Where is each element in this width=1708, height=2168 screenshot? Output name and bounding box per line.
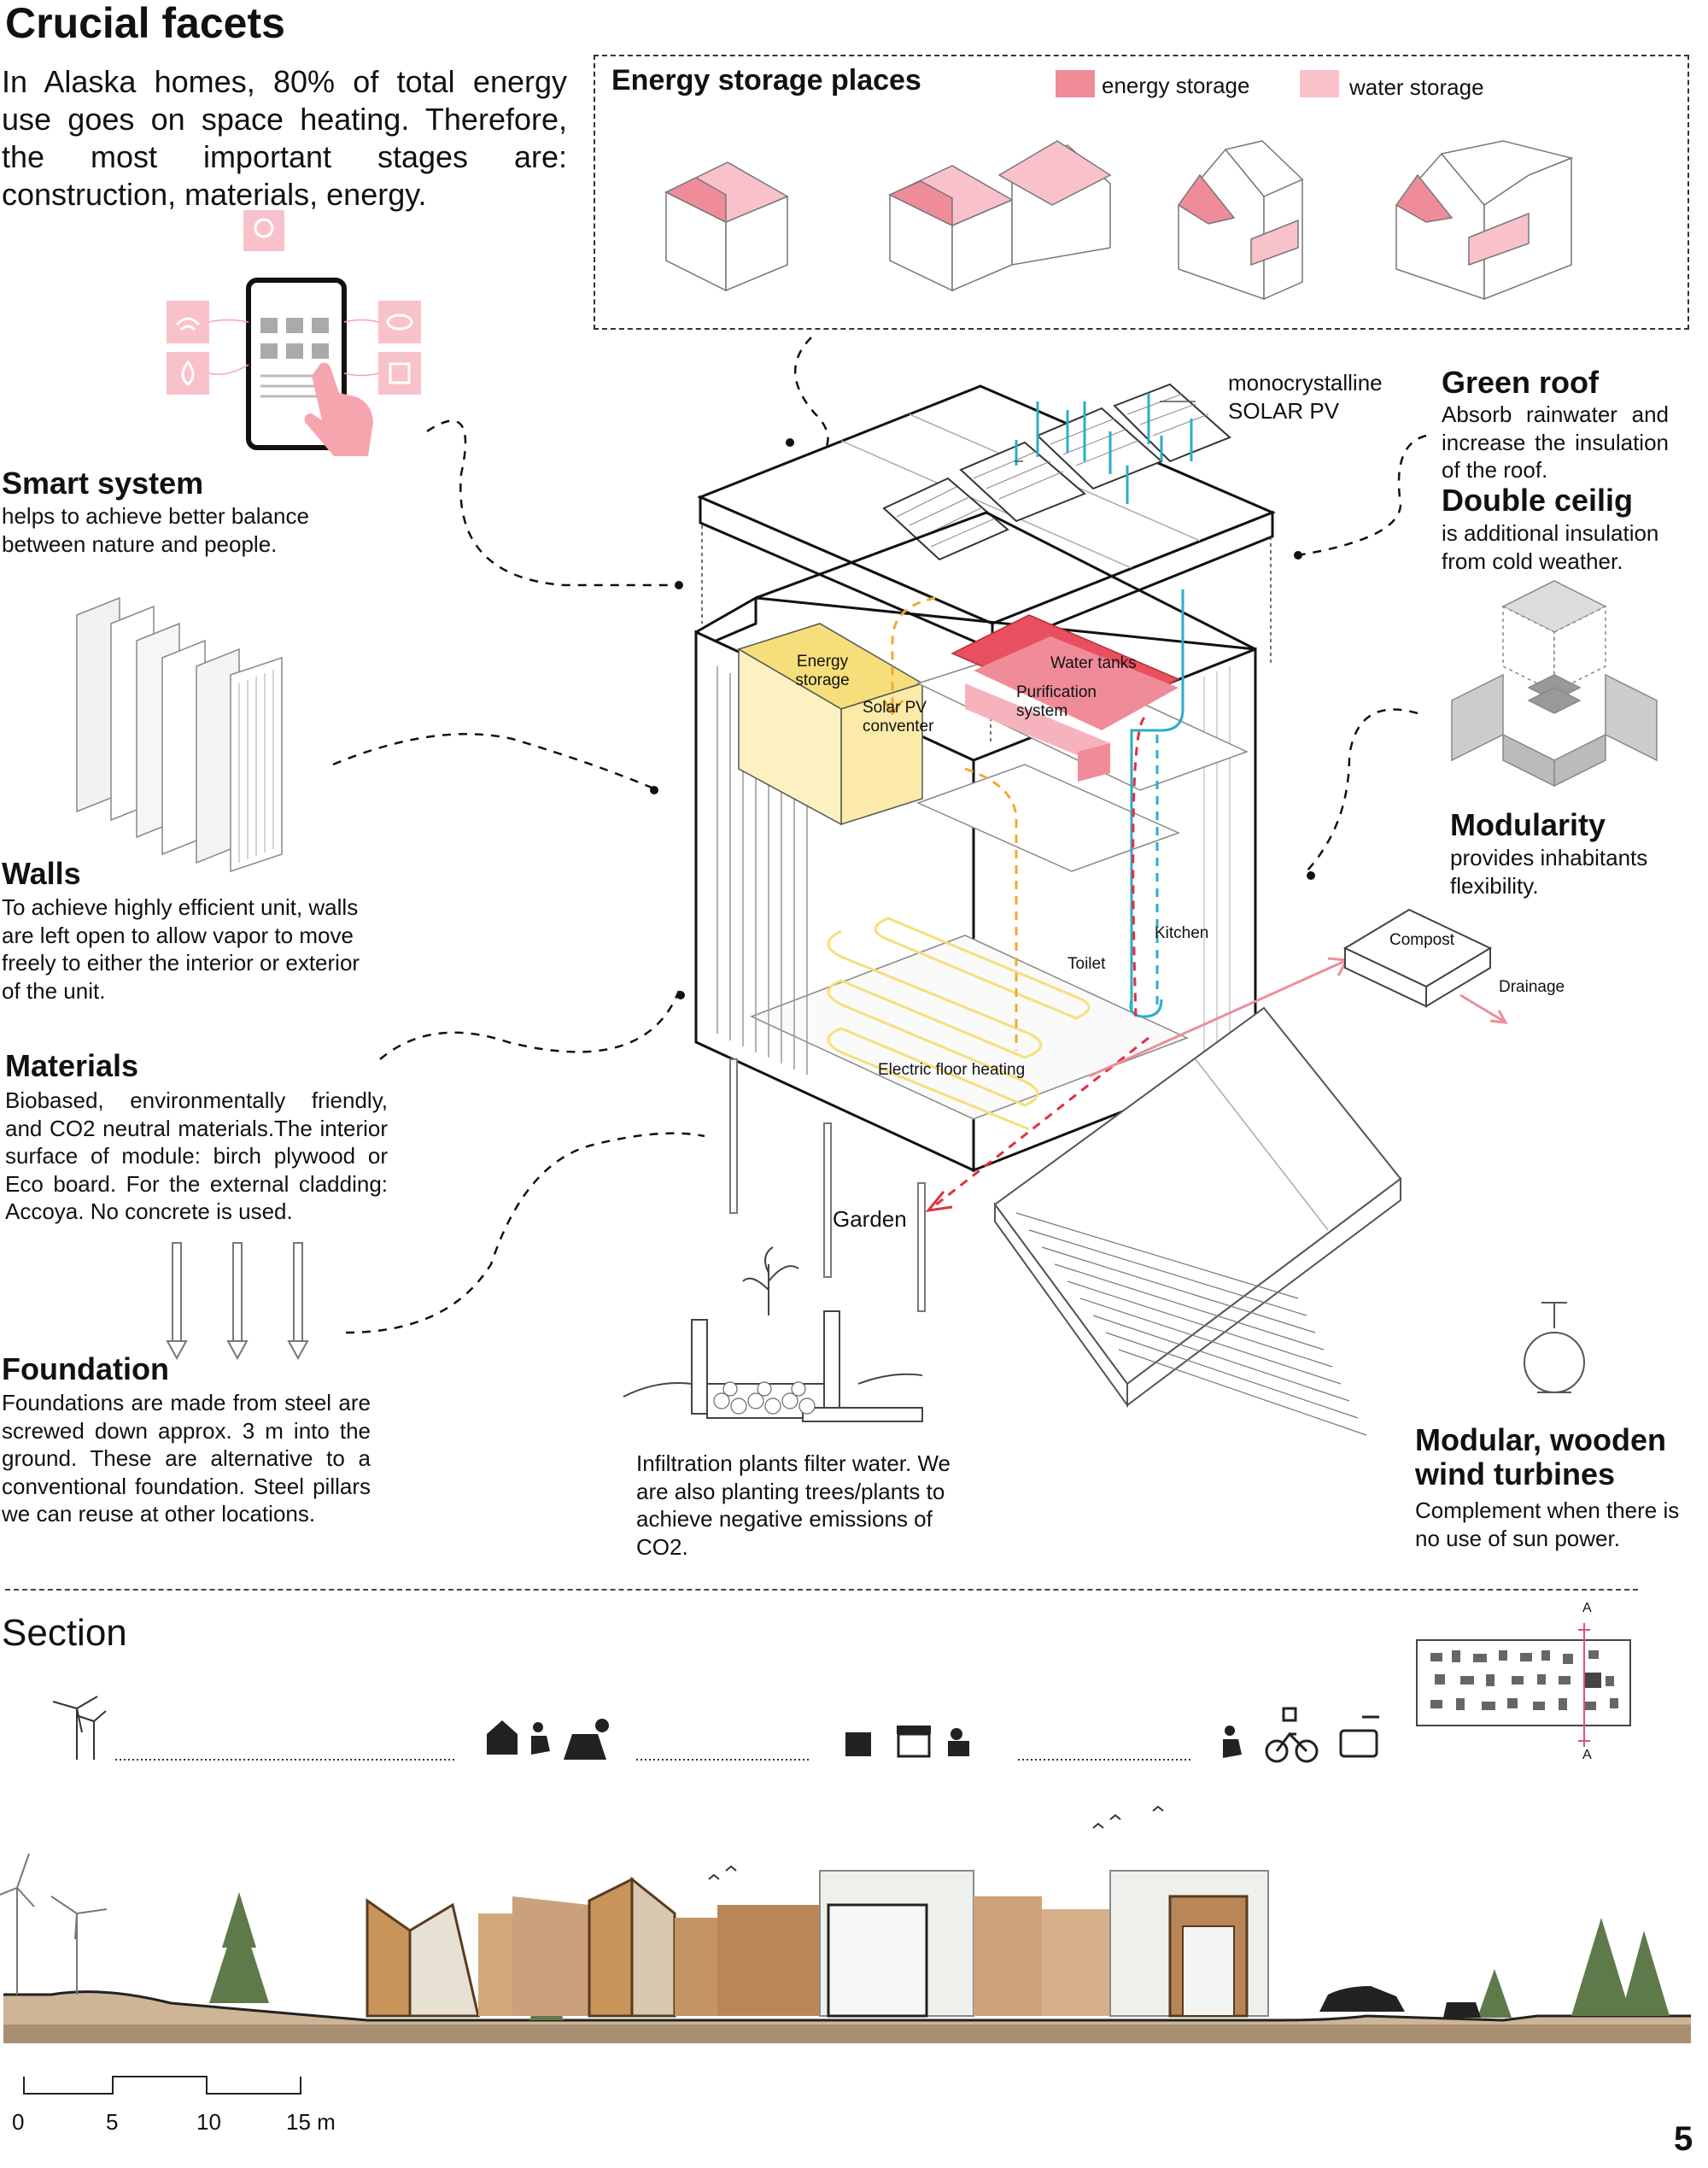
modularity-title: Modularity [1450,807,1606,842]
green-roof-text: Absorb rainwater and increase the insula… [1442,401,1669,483]
gardener-icon [1223,1726,1242,1758]
section-title: Section [2,1612,127,1654]
intro-text: In Alaska homes, 80% of total energy use… [2,64,567,212]
garden-label: Garden [833,1206,907,1232]
smart-title: Smart system [2,466,204,501]
compost-label: Compost [1389,931,1455,949]
walls-text: To achieve highly efficient unit, walls … [2,894,360,1004]
section-landscape-illustration [0,1805,1691,2043]
walls-title: Walls [2,856,81,891]
materials-title: Materials [5,1048,139,1083]
smart-text: helps to achieve better balance between … [2,503,309,557]
energy-storage-label: Energy storage [795,653,850,689]
double-ceiling-title: Double ceilig [1442,483,1634,518]
lamp-icon [378,352,421,395]
legend-swatch-energy [1056,70,1095,97]
solar-panel-icon [564,1719,609,1760]
wind-text: Complement when there is no use of sun p… [1415,1497,1680,1551]
market-icon [845,1726,969,1758]
section-icons-row [52,1696,1379,1763]
section-divider [5,1589,1638,1591]
page-number: 5 [1674,2120,1693,2158]
legend-swatch-water [1300,70,1339,97]
page-title: Crucial facets [5,0,285,47]
solar-pv-label: monocrystalline SOLAR PV [1228,370,1383,424]
legend-label-water: water storage [1349,74,1484,100]
purification-label: Purification system [1016,683,1097,720]
scale-label-15: 15 m [286,2109,336,2135]
eye-icon [378,301,421,343]
wifi-icon [167,301,209,343]
modularity-text: provides inhabitants flexibility. [1450,845,1648,899]
water-tanks-label: Water tanks [1050,654,1137,672]
scale-bar [23,2076,301,2095]
axonometric-house-diagram [332,337,1585,1436]
materials-text: Biobased, environmentally friendly, and … [5,1087,388,1224]
energy-box-title: Energy storage places [611,64,921,97]
toilet-label: Toilet [1068,955,1106,973]
section-marker-bottom: A [1582,1748,1592,1762]
kitchen-label: Kitchen [1155,924,1209,942]
gardener-icon [531,1722,550,1755]
smartphone-icon [167,210,421,456]
storage-house-types [664,140,1574,301]
modularity-cube-illustration [1451,580,1658,788]
foundation-text: Foundations are made from steel are scre… [2,1390,371,1526]
wall-layers-illustration [76,596,283,873]
foundation-screws-illustration [166,1242,309,1361]
car-icon [1339,1715,1379,1758]
wind-title: Modular, wooden wind turbines [1415,1422,1666,1491]
drop-icon [167,352,209,395]
energy-storage-box [594,55,1689,330]
wind-turbine-icon [52,1696,107,1760]
scale-label-0: 0 [12,2109,25,2135]
scale-label-5: 5 [106,2109,119,2135]
section-marker-top: A [1582,1601,1592,1615]
infiltration-text: Infiltration plants filter water. We are… [636,1450,951,1560]
foundation-title: Foundation [2,1351,169,1386]
floor-heating-label: Electric floor heating [878,1061,1026,1079]
solar-converter-label: Solar PV conventer [863,699,934,735]
bicycle-icon [1265,1707,1319,1763]
double-ceiling-text: is additional insulation from cold weath… [1442,520,1659,574]
scale-label-10: 10 [196,2109,221,2135]
site-plan-thumbnail [1416,1623,1631,1747]
green-roof-title: Green roof [1442,365,1600,400]
house-icon [487,1720,518,1755]
drainage-label: Drainage [1499,978,1565,996]
legend-label-energy: energy storage [1102,73,1250,98]
